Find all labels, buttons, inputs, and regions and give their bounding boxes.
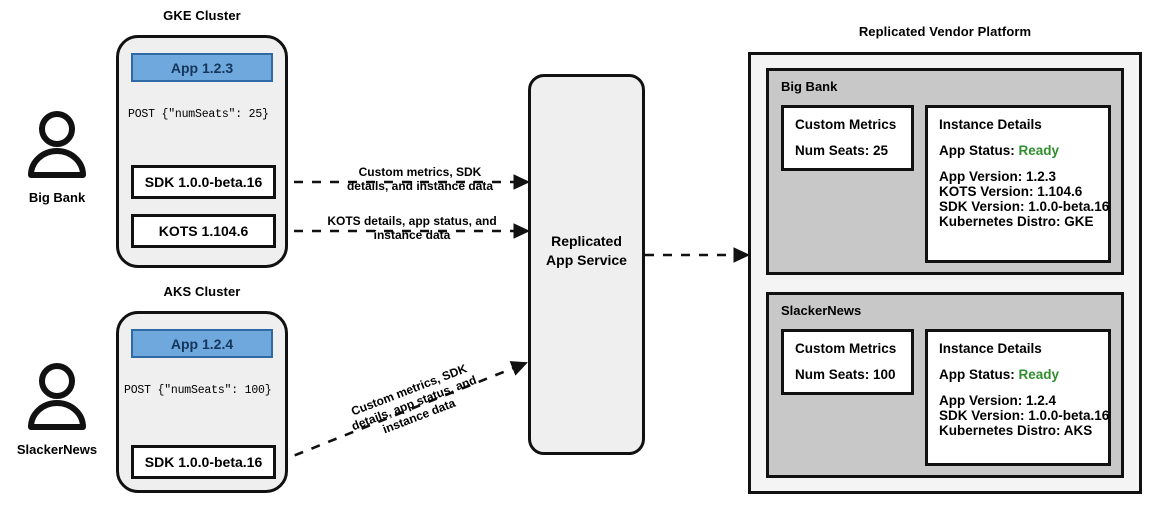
aks-cluster-title: AKS Cluster bbox=[163, 284, 241, 299]
detail-row: KOTS Version: 1.104.6 bbox=[939, 184, 1083, 199]
instance-details-heading: Instance Details bbox=[939, 117, 1042, 132]
detail-row: App Version: 1.2.3 bbox=[939, 169, 1057, 184]
detail-row: SDK Version: 1.0.0-beta.16 bbox=[939, 199, 1110, 214]
gke-app-box[interactable]: App 1.2.3 bbox=[131, 53, 273, 82]
gke-cluster-title: GKE Cluster bbox=[163, 8, 241, 23]
gke-sdk-box[interactable]: SDK 1.0.0-beta.16 bbox=[131, 165, 276, 199]
platform-title: Replicated Vendor Platform bbox=[858, 24, 1032, 39]
custom-metrics-panel-slackernews: Custom Metrics Num Seats: 100 bbox=[781, 329, 914, 395]
tenant-name-slackernews: SlackerNews bbox=[781, 303, 862, 318]
spacer bbox=[939, 158, 1097, 169]
spacer bbox=[795, 132, 900, 143]
status-value: Ready bbox=[1018, 143, 1060, 158]
gke-post-call-label: POST {"numSeats": 25} bbox=[128, 108, 269, 121]
detail-row: Kubernetes Distro: GKE bbox=[939, 214, 1094, 229]
persona-label-big-bank: Big Bank bbox=[28, 190, 86, 205]
user-icon bbox=[28, 111, 86, 178]
instance-details-panel-slackernews: Instance Details App Status: Ready App V… bbox=[925, 329, 1111, 466]
status-value: Ready bbox=[1018, 367, 1060, 382]
spacer bbox=[939, 356, 1097, 367]
persona-label-slackernews: SlackerNews bbox=[16, 442, 98, 457]
status-badge: App Status: Ready bbox=[939, 143, 1097, 158]
instance-details-panel-big-bank: Instance Details App Status: Ready App V… bbox=[925, 105, 1111, 263]
custom-metrics-heading: Custom Metrics bbox=[795, 117, 897, 132]
service-title-line1: Replicated bbox=[551, 233, 622, 249]
gke-kots-box[interactable]: KOTS 1.104.6 bbox=[131, 214, 276, 248]
edge-label-kots-to-service: KOTS details, app status, and instance d… bbox=[327, 214, 497, 242]
user-icon bbox=[28, 363, 86, 430]
detail-row: Kubernetes Distro: AKS bbox=[939, 423, 1093, 438]
aks-sdk-box[interactable]: SDK 1.0.0-beta.16 bbox=[131, 445, 276, 479]
aks-post-call-label: POST {"numSeats": 100} bbox=[124, 384, 272, 397]
metric-row: Num Seats: 25 bbox=[795, 143, 889, 158]
status-badge: App Status: Ready bbox=[939, 367, 1097, 382]
spacer bbox=[939, 382, 1097, 393]
tenant-name-big-bank: Big Bank bbox=[781, 79, 838, 94]
metric-row: Num Seats: 100 bbox=[795, 367, 896, 382]
detail-row: SDK Version: 1.0.0-beta.16 bbox=[939, 408, 1110, 423]
aks-app-box[interactable]: App 1.2.4 bbox=[131, 329, 273, 358]
edge-label-aks-to-service: Custom metrics, SDK details, app status,… bbox=[349, 361, 479, 437]
service-title-line2: App Service bbox=[546, 252, 627, 268]
custom-metrics-panel-big-bank: Custom Metrics Num Seats: 25 bbox=[781, 105, 914, 171]
detail-row: App Version: 1.2.4 bbox=[939, 393, 1057, 408]
instance-details-heading: Instance Details bbox=[939, 341, 1042, 356]
status-label: App Status: bbox=[939, 143, 1015, 158]
status-label: App Status: bbox=[939, 367, 1015, 382]
replicated-app-service-box[interactable]: Replicated App Service bbox=[528, 74, 645, 455]
custom-metrics-heading: Custom Metrics bbox=[795, 341, 897, 356]
spacer bbox=[939, 132, 1097, 143]
edge-label-sdk-to-service: Custom metrics, SDK details, and instanc… bbox=[346, 165, 494, 193]
spacer bbox=[795, 356, 900, 367]
